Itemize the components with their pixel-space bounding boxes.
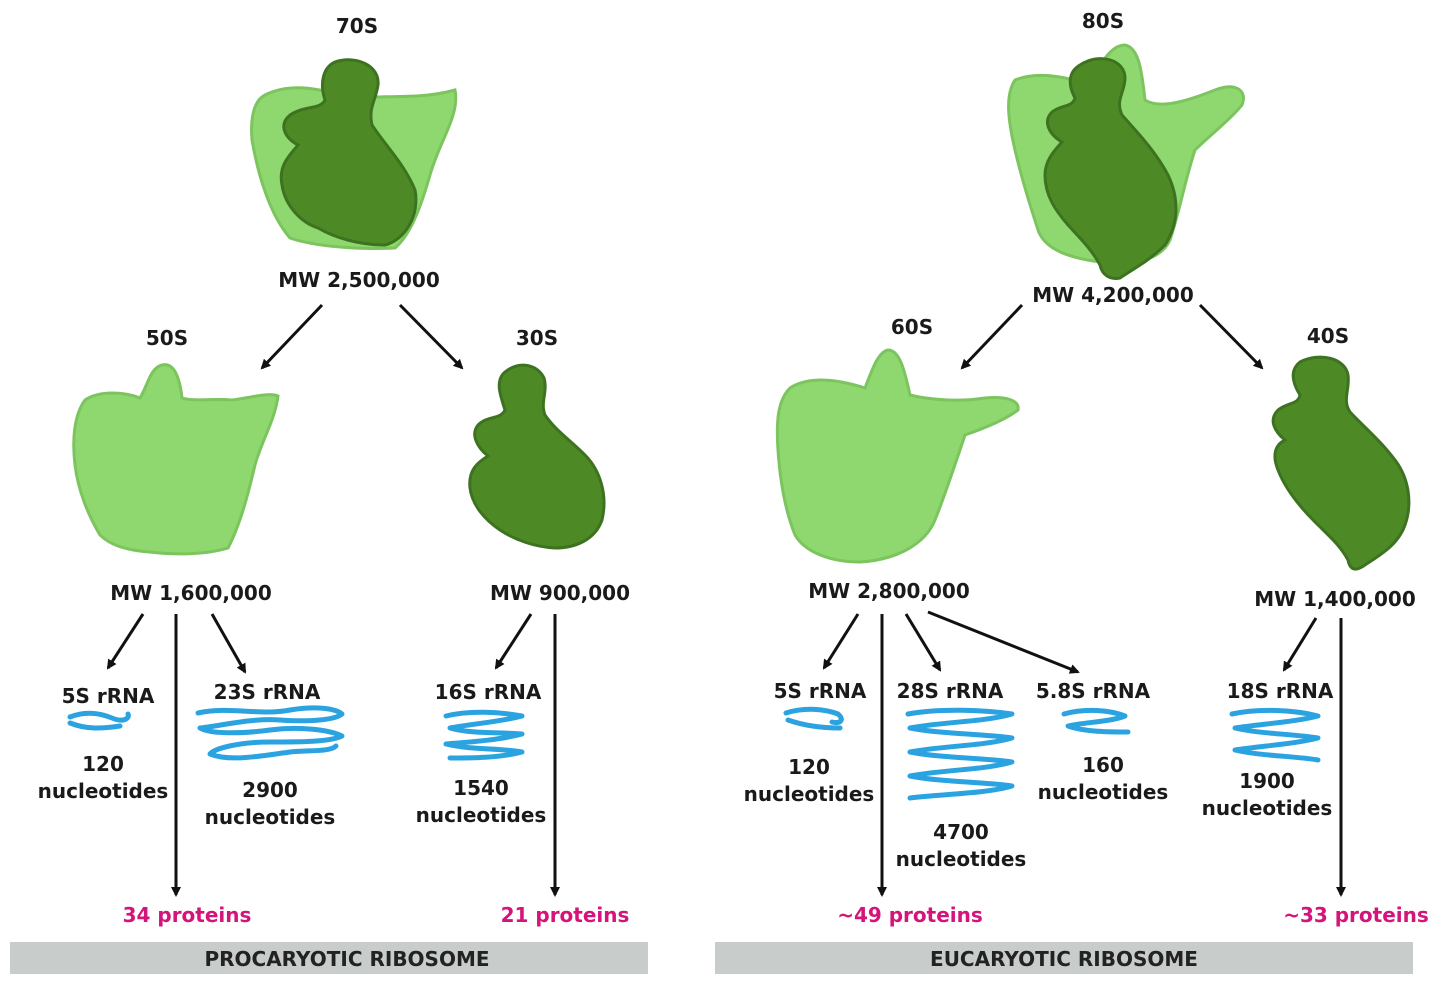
ribosome-80s-shape [1007,43,1245,280]
rrna-5-8s-coil [1061,707,1131,735]
rrna-16s-unit: nucleotides [416,803,547,827]
arrow-80s-to-40s [1198,303,1264,370]
rrna-16s-label: 16S rRNA [435,680,542,704]
mw-50s: MW 1,600,000 [110,581,272,605]
label-60s: 60S [891,315,933,339]
subunit-60s-shape [775,348,1020,564]
rrna-18s-coil [1229,707,1321,763]
rrna-23s-unit: nucleotides [205,805,336,829]
rrna-5s-count: 120 [82,752,124,776]
rrna-18s-unit: nucleotides [1202,796,1333,820]
rrna-euk-5s-count: 120 [788,755,830,779]
procaryotic-banner-text: PROCARYOTIC RIBOSOME [204,947,489,971]
ribosome-70s-shape [250,58,458,250]
label-30s: 30S [516,326,558,350]
procaryotic-section: 70S MW 2,500,000 50S MW 1,600,000 30S MW… [10,14,648,974]
procaryotic-banner [10,942,648,974]
subunit-30s-shape [468,363,606,550]
rrna-5s-label: 5S rRNA [62,684,155,708]
rrna-5-8s-count: 160 [1082,753,1124,777]
rrna-28s-unit: nucleotides [896,847,1027,871]
rrna-28s-label: 28S rRNA [897,679,1004,703]
rrna-5-8s-label: 5.8S rRNA [1036,679,1151,703]
rrna-23s-count: 2900 [242,778,298,802]
rrna-16s-count: 1540 [453,776,509,800]
label-50s: 50S [146,326,188,350]
rrna-28s-count: 4700 [933,820,989,844]
eucaryotic-banner-text: EUCARYOTIC RIBOSOME [930,947,1198,971]
subunit-40s-shape [1271,355,1411,571]
proteins-40s: ~33 proteins [1283,903,1429,927]
arrow-70s-to-30s [398,303,464,370]
proteins-30s: 21 proteins [501,903,630,927]
arrow-50s-to-5s [106,613,145,670]
arrow-30s-to-16s [494,613,533,670]
mw-40s: MW 1,400,000 [1254,587,1416,611]
eucaryotic-banner [715,942,1413,974]
arrow-50s-to-23s [210,613,247,674]
rrna-23s-coil [195,705,345,761]
mw-80s: MW 4,200,000 [1032,283,1194,307]
rrna-16s-coil [443,709,525,761]
label-40s: 40S [1307,324,1349,348]
arrow-40s-to-18s [1282,617,1318,672]
rrna-euk-5s-label: 5S rRNA [774,679,867,703]
rrna-18s-label: 18S rRNA [1227,679,1334,703]
arrow-60s-to-28s [904,613,942,672]
arrow-80s-to-60s [960,303,1024,370]
arrow-70s-to-50s [260,303,324,370]
rrna-28s-coil [905,707,1015,801]
mw-30s: MW 900,000 [490,581,630,605]
rrna-euk-5s-unit: nucleotides [744,782,875,806]
eucaryotic-section: 80S MW 4,200,000 60S MW 2,800,000 40S MW… [715,9,1429,974]
subunit-50s-shape [72,363,280,556]
label-80s: 80S [1082,9,1124,33]
arrow-60s-to-5s [822,613,860,670]
rrna-18s-count: 1900 [1239,769,1295,793]
arrow-60s-to-5-8s [927,610,1080,674]
mw-60s: MW 2,800,000 [808,579,970,603]
rrna-5s-unit: nucleotides [38,779,169,803]
rrna-5s-coil [67,710,131,731]
mw-70s: MW 2,500,000 [278,268,440,292]
label-70s: 70S [336,14,378,38]
rrna-23s-label: 23S rRNA [214,680,321,704]
rrna-5-8s-unit: nucleotides [1038,780,1169,804]
proteins-50s: 34 proteins [123,903,252,927]
rrna-euk-5s-coil [783,706,844,731]
proteins-60s: ~49 proteins [837,903,983,927]
